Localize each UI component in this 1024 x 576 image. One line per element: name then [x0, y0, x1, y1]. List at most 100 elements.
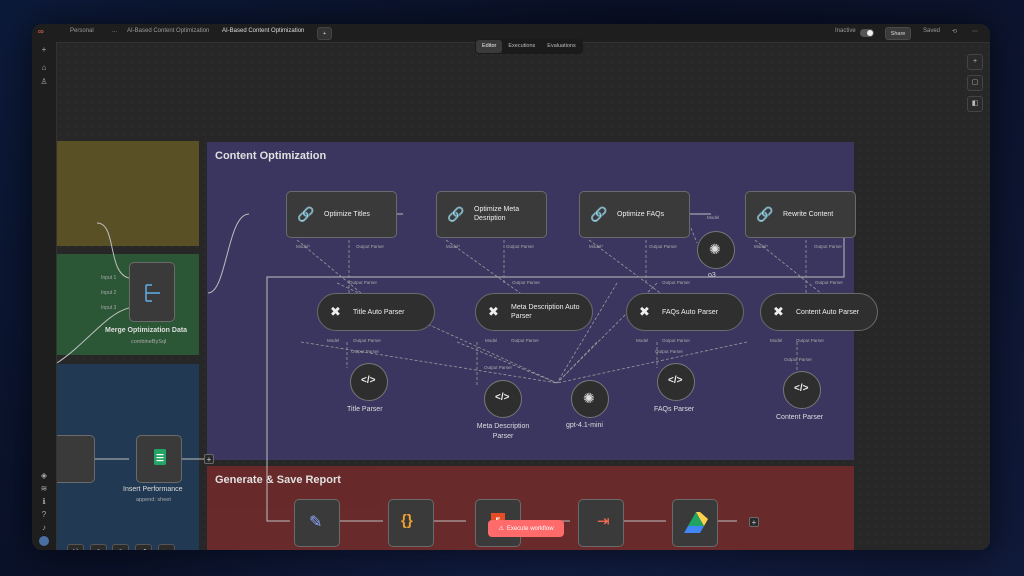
auto-parser-faqs[interactable]: ✖ FAQs Auto Parser: [626, 293, 744, 331]
code-node[interactable]: {}: [388, 499, 434, 547]
flask-icon: ⚠: [498, 525, 503, 532]
share-button[interactable]: Share: [885, 27, 911, 40]
port-label: Output Parser: [512, 280, 540, 285]
n8n-logo-icon[interactable]: ∞: [38, 27, 44, 36]
google-sheets-icon: [137, 436, 183, 484]
code-icon: </>: [495, 392, 509, 403]
templates-icon[interactable]: ◈: [38, 470, 50, 482]
help-icon[interactable]: ?: [38, 509, 50, 521]
parser-label: Meta Description Parser: [470, 422, 536, 442]
code-icon: </>: [361, 375, 375, 386]
convert-file-node[interactable]: ⇥: [578, 499, 624, 547]
insert-performance-node[interactable]: [136, 435, 182, 483]
link-chain-icon: 🔗: [297, 206, 314, 223]
auto-parser-label: FAQs Auto Parser: [662, 309, 718, 316]
history-icon[interactable]: ⟲: [952, 28, 957, 35]
openai-icon: ✺: [709, 241, 721, 258]
port-label: Output Parser: [655, 349, 683, 354]
add-node-panel-button[interactable]: +: [967, 54, 983, 70]
workflow-canvas[interactable]: Content Optimization Generate & Save Rep…: [57, 43, 990, 550]
agent-node-optimize-faqs[interactable]: 🔗 Optimize FAQs: [579, 191, 690, 238]
zoom-out-button[interactable]: ⊖: [112, 544, 129, 550]
port-label: Model*: [589, 244, 603, 249]
port-label: Output Parser: [784, 357, 812, 362]
port-label: Model: [327, 338, 339, 343]
google-drive-node[interactable]: [672, 499, 718, 547]
port-label: Output Parser: [649, 244, 677, 249]
title-parser-node[interactable]: </>: [350, 363, 388, 401]
convert-icon: ⇥: [597, 512, 610, 530]
auto-parser-label: Title Auto Parser: [353, 309, 405, 316]
agent-node-optimize-titles[interactable]: 🔗 Optimize Titles: [286, 191, 397, 238]
agent-label: Optimize Meta Desription: [474, 205, 539, 223]
sticky-note-icon[interactable]: ▢: [967, 75, 983, 91]
add-icon[interactable]: +: [38, 44, 50, 56]
tools-icon: ✖: [773, 304, 784, 320]
port-label: Output Parser: [484, 365, 512, 370]
merge-node[interactable]: [129, 262, 175, 322]
faqs-parser-node[interactable]: </>: [657, 363, 695, 401]
tab-editor[interactable]: Editor: [476, 40, 502, 53]
parser-label: Title Parser: [347, 406, 383, 413]
pencil-icon: ✎: [309, 512, 322, 532]
port-label: Model*: [754, 244, 768, 249]
merge-input-3: Input 3: [101, 305, 116, 311]
side-panel-icon[interactable]: ◧: [967, 96, 983, 112]
notifications-icon[interactable]: ♪: [38, 522, 50, 534]
port-label: Output Parser: [349, 280, 377, 285]
agent-node-optimize-meta[interactable]: 🔗 Optimize Meta Desription: [436, 191, 547, 238]
google-drive-icon: [673, 500, 719, 548]
edit-fields-node[interactable]: ✎: [294, 499, 340, 547]
tools-icon: ✖: [639, 304, 650, 320]
port-label: Model: [636, 338, 648, 343]
tab-executions[interactable]: Executions: [502, 40, 541, 53]
agent-node-rewrite-content[interactable]: 🔗 Rewrite Content: [745, 191, 856, 238]
app-window: ∞ Personal ... AI-Based Content Optimiza…: [32, 24, 990, 550]
avatar[interactable]: [39, 536, 49, 546]
variables-icon[interactable]: ℹ: [38, 496, 50, 508]
sub-connection: [301, 342, 557, 383]
add-node-button[interactable]: +: [749, 517, 759, 527]
gpt-model-node[interactable]: ✺: [571, 380, 609, 418]
auto-parser-meta[interactable]: ✖ Meta Description Auto Parser: [475, 293, 593, 331]
port-label: Model*: [296, 244, 310, 249]
active-toggle[interactable]: [860, 29, 874, 37]
auto-parser-title[interactable]: ✖ Title Auto Parser: [317, 293, 435, 331]
user-icon[interactable]: ♙: [38, 76, 50, 88]
add-node-button[interactable]: +: [204, 454, 214, 464]
meta-parser-node[interactable]: </>: [484, 380, 522, 418]
inactive-label: Inactive: [835, 28, 856, 34]
connection-line: [208, 214, 249, 293]
cursor-mode-button[interactable]: ➤: [158, 544, 175, 550]
auto-parser-label: Meta Description Auto Parser: [511, 303, 583, 321]
port-label: Output Parser: [506, 244, 534, 249]
insights-icon[interactable]: ≋: [38, 483, 50, 495]
more-options-icon[interactable]: ⋯: [972, 28, 978, 35]
openai-icon: ✺: [583, 390, 595, 407]
port-label: Output Parser: [353, 338, 381, 343]
code-icon: </>: [668, 375, 682, 386]
workflow-title[interactable]: AI-Based Content Optimization: [222, 28, 304, 34]
port-label: Output Parser: [662, 280, 690, 285]
port-label: Model*: [446, 244, 460, 249]
port-label: Output Parser: [351, 349, 379, 354]
execute-workflow-button[interactable]: ⚠ Execute workflow: [488, 520, 564, 537]
fit-view-button[interactable]: ⛶: [67, 544, 84, 550]
braces-icon: {}: [401, 512, 413, 529]
insert-node-title: Insert Performance: [123, 486, 183, 493]
reset-zoom-button[interactable]: ↺: [135, 544, 152, 550]
auto-parser-content[interactable]: ✖ Content Auto Parser: [760, 293, 878, 331]
breadcrumb-project[interactable]: Personal: [70, 28, 94, 34]
saved-label: Saved: [923, 28, 940, 34]
breadcrumb-folder[interactable]: AI-Based Content Optimization: [127, 28, 209, 34]
content-parser-node[interactable]: </>: [783, 371, 821, 409]
zoom-in-button[interactable]: ⊕: [90, 544, 107, 550]
partial-node[interactable]: [57, 435, 95, 483]
add-tag-button[interactable]: +: [317, 27, 332, 40]
port-label: Model: [770, 338, 782, 343]
breadcrumb-separator[interactable]: ...: [112, 28, 117, 34]
home-icon[interactable]: ⌂: [38, 62, 50, 74]
tools-icon: ✖: [488, 304, 499, 320]
o3-model-node[interactable]: ✺: [697, 231, 735, 269]
tab-evaluations[interactable]: Evaluations: [541, 40, 581, 53]
